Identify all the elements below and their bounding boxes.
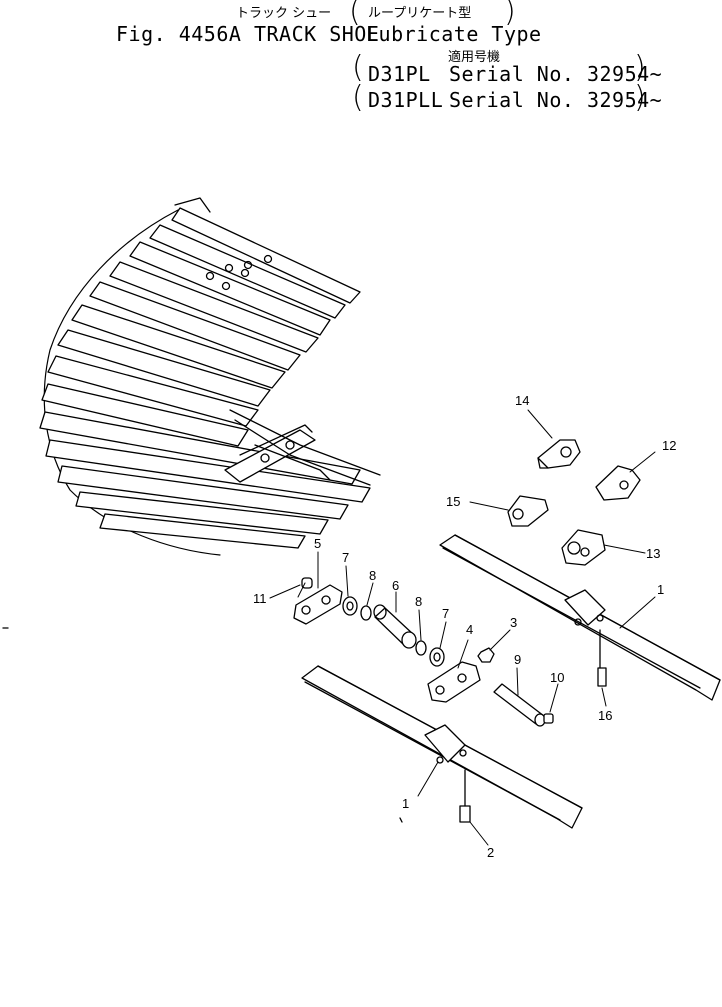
callout-7-b: 7 <box>442 606 450 621</box>
callout-16: 16 <box>598 708 613 723</box>
paren-open-1: ( <box>349 0 361 29</box>
part-15-link <box>507 495 549 527</box>
part-10-plug <box>543 713 554 724</box>
callout-11: 11 <box>253 591 267 606</box>
part-7-seal-b <box>429 647 445 667</box>
part-8-ring-b <box>415 640 427 656</box>
paren-open-2: ( <box>352 50 364 85</box>
callout-15: 15 <box>446 494 461 509</box>
part-5-link <box>293 584 343 625</box>
part-8-ring-a <box>360 605 372 621</box>
callout-7-a: 7 <box>342 550 350 565</box>
callout-4: 4 <box>466 622 474 637</box>
serial-model-2: D31PLL <box>368 88 444 112</box>
applicable-japanese: 適用号機 <box>448 50 501 65</box>
track-assembly <box>39 197 381 556</box>
figure-title: Fig. 4456A TRACK SHOE <box>116 22 380 46</box>
callout-14: 14 <box>515 393 530 408</box>
part-7-seal-a <box>342 596 358 616</box>
callout-1-upper: 1 <box>657 582 665 597</box>
part-2-bolt <box>459 769 471 823</box>
part-6-bushing <box>373 604 417 649</box>
part-12-link <box>595 465 641 501</box>
callout-13: 13 <box>646 546 661 561</box>
part-13-link <box>561 529 606 566</box>
type-english: Lubricate Type <box>366 22 542 46</box>
part-4-link <box>427 661 481 703</box>
paren-close-1: ) <box>504 0 516 29</box>
part-11-plug <box>301 577 313 589</box>
type-japanese: ループリケート型 <box>368 6 472 21</box>
callout-8-b: 8 <box>415 594 423 609</box>
part-3-nut <box>477 647 495 663</box>
callout-6: 6 <box>392 578 400 593</box>
callout-8-a: 8 <box>369 568 377 583</box>
callout-2: 2 <box>487 845 495 860</box>
paren-close-2: ) <box>634 50 646 85</box>
callout-1-lower: 1 <box>402 796 410 811</box>
callout-12: 12 <box>662 438 677 453</box>
callout-9: 9 <box>514 652 522 667</box>
part-9-pin <box>493 683 546 727</box>
callout-3: 3 <box>510 615 518 630</box>
part-1-shoe-lower <box>301 665 583 829</box>
part-16-bolt <box>597 629 607 687</box>
part-1-shoe-upper <box>439 534 721 701</box>
serial-number-2: Serial No. 32954~ <box>449 88 663 112</box>
leader-lines <box>269 409 656 846</box>
serial-number-1: Serial No. 32954~ <box>449 62 663 86</box>
callout-10: 10 <box>550 670 565 685</box>
serial-model-1: D31PL <box>368 62 431 86</box>
title-japanese: トラック シュー <box>236 6 332 21</box>
part-14-link <box>537 439 581 469</box>
paren-open-3: ( <box>352 80 364 115</box>
callout-5: 5 <box>314 536 322 551</box>
paren-close-3: ) <box>634 80 646 115</box>
